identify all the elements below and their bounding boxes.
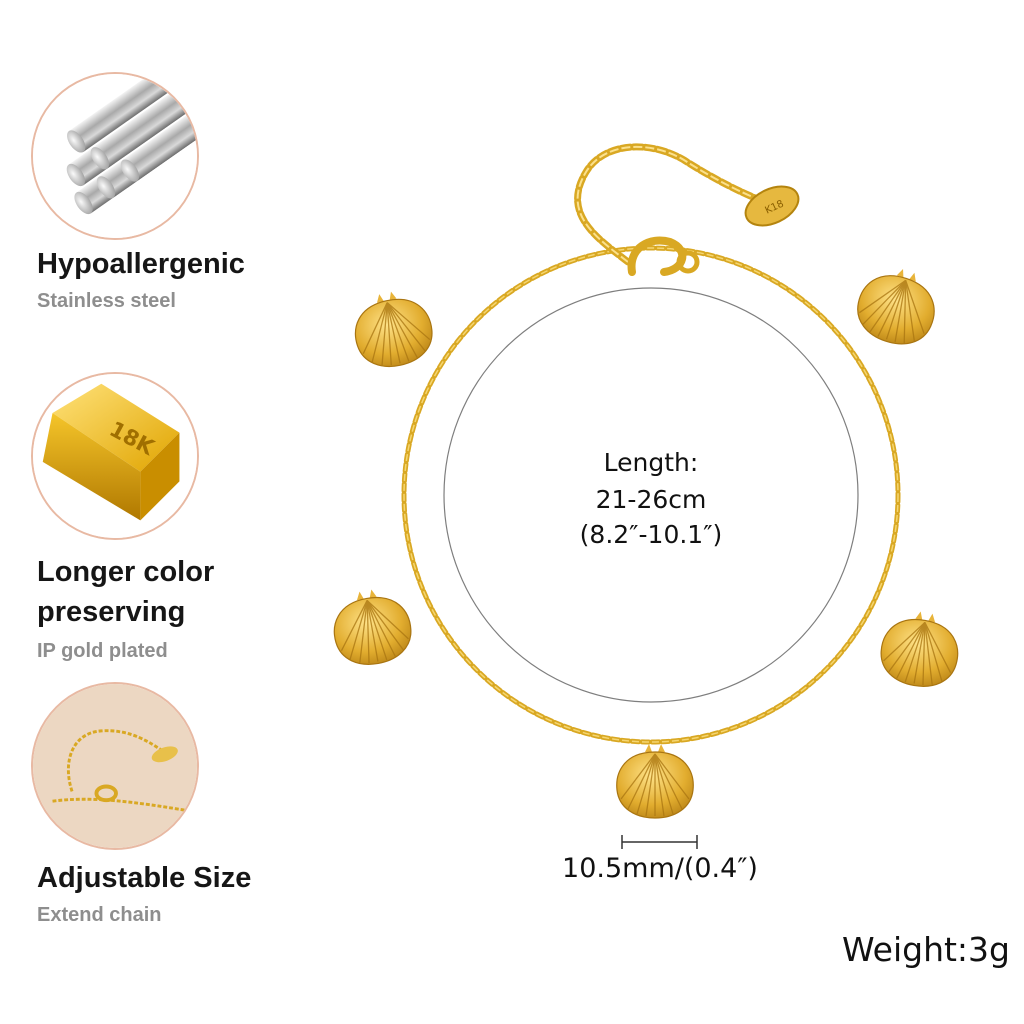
lobster-clasp (627, 236, 700, 276)
steel-feature-image (31, 72, 199, 240)
feature-title: Adjustable Size (37, 862, 252, 894)
extension-chain-icon (33, 684, 197, 848)
length-inches: (8.2″-10.1″) (579, 520, 723, 549)
tag-charm: K18 (744, 185, 800, 227)
shell-charm (347, 284, 439, 374)
length-label: Length: (603, 448, 699, 477)
weight-label: Weight:3g (841, 930, 1010, 969)
size-circle (443, 287, 859, 703)
steel-rods-icon (33, 74, 197, 238)
feature-subtitle: IP gold plated (37, 640, 168, 662)
charm-size-label: 10.5mm/(0.4″) (562, 853, 758, 884)
shell-charm (616, 743, 694, 819)
shell-charm (875, 605, 965, 693)
shell-charm (848, 258, 946, 354)
feature-title-line1: Longer color (37, 556, 215, 588)
bracelet-chain (401, 245, 901, 745)
feature-title-line2: preserving (37, 596, 186, 628)
charm-size-dimension-line (621, 835, 698, 849)
feature-title: Hypoallergenic (37, 248, 245, 280)
feature-subtitle: Stainless steel (37, 290, 176, 312)
feature-subtitle: Extend chain (37, 904, 162, 926)
shell-charm (327, 583, 417, 671)
length-cm: 21-26cm (595, 485, 707, 514)
gold-feature-image: 18K (31, 372, 199, 540)
extension-chain (574, 143, 764, 266)
chain-feature-image (31, 682, 199, 850)
gold-bar-icon: 18K (33, 374, 197, 538)
